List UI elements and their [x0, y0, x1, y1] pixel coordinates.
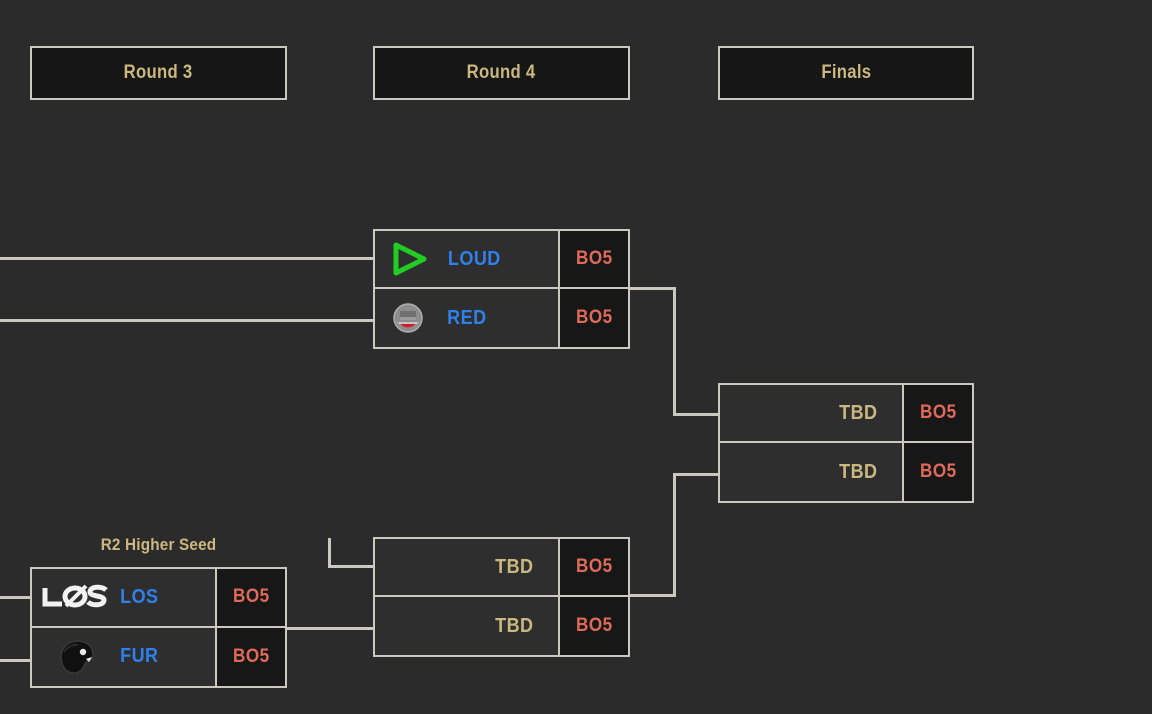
- match-format-cell: BO5: [215, 627, 285, 686]
- team-slot[interactable]: TBD: [375, 539, 558, 595]
- match-format-cell: BO5: [558, 289, 628, 347]
- team-slot[interactable]: FUR: [32, 627, 215, 686]
- match-row[interactable]: LOS BO5: [32, 569, 285, 628]
- match-row[interactable]: TBD BO5: [720, 443, 972, 501]
- match-format-cell: BO5: [215, 569, 285, 626]
- team-name: TBD: [495, 555, 534, 578]
- match-row[interactable]: TBD BO5: [375, 539, 628, 597]
- match-format-label: BO5: [575, 248, 613, 269]
- match-format-label: BO5: [575, 307, 613, 328]
- match-format-cell: BO5: [558, 539, 628, 595]
- team-name: LOUD: [447, 247, 501, 270]
- team-name: LOS: [120, 585, 159, 608]
- match-format-label: BO5: [919, 402, 957, 423]
- connector-line: [28, 319, 375, 322]
- connector-line: [0, 319, 30, 322]
- seed-caption: R2 Higher Seed: [100, 535, 217, 554]
- team-slot[interactable]: TBD: [720, 385, 902, 441]
- loud-triangle-icon: [385, 236, 431, 282]
- match-round4-bottom[interactable]: TBD BO5 TBD BO5: [373, 537, 630, 657]
- connector-line: [673, 413, 720, 416]
- match-row[interactable]: FUR BO5: [32, 627, 285, 686]
- team-slot[interactable]: LOS: [32, 569, 215, 626]
- round-header-label: Round 3: [124, 62, 193, 83]
- match-format-cell: BO5: [902, 385, 972, 441]
- match-row[interactable]: LOUD BO5: [375, 231, 628, 289]
- match-finals[interactable]: TBD BO5 TBD BO5: [718, 383, 974, 503]
- team-slot[interactable]: RED: [375, 289, 558, 347]
- red-canids-icon: [385, 295, 431, 341]
- connector-line: [328, 565, 375, 568]
- los-wordmark-icon: [40, 574, 110, 620]
- connector-line: [673, 473, 676, 597]
- match-format-label: BO5: [232, 586, 270, 608]
- team-slot[interactable]: TBD: [720, 443, 902, 501]
- team-name: RED: [447, 306, 487, 329]
- round-header-round-3[interactable]: Round 3: [30, 46, 287, 100]
- connector-line: [673, 473, 720, 476]
- match-format-label: BO5: [575, 556, 613, 577]
- match-round3-bottom[interactable]: LOS BO5 FUR BO5: [30, 567, 287, 688]
- match-round4-top[interactable]: LOUD BO5 RED BO5: [373, 229, 630, 349]
- connector-line: [328, 538, 331, 568]
- connector-line: [628, 594, 676, 597]
- team-slot[interactable]: TBD: [375, 597, 558, 655]
- team-name: TBD: [839, 460, 878, 483]
- round-header-finals[interactable]: Finals: [718, 46, 974, 100]
- furia-panther-icon: [40, 634, 110, 680]
- match-format-label: BO5: [919, 461, 957, 482]
- team-name: TBD: [839, 401, 878, 424]
- match-row[interactable]: TBD BO5: [375, 597, 628, 655]
- round-header-round-4[interactable]: Round 4: [373, 46, 630, 100]
- connector-line: [0, 659, 32, 662]
- team-name: TBD: [495, 614, 534, 637]
- team-name: FUR: [120, 645, 159, 668]
- match-format-label: BO5: [575, 615, 613, 636]
- round-header-label: Finals: [821, 62, 871, 83]
- match-format-cell: BO5: [902, 443, 972, 501]
- round-header-label: Round 4: [467, 62, 536, 83]
- connector-line: [0, 596, 32, 599]
- match-row[interactable]: TBD BO5: [720, 385, 972, 443]
- connector-line: [0, 257, 375, 260]
- connector-line: [628, 287, 676, 290]
- team-slot[interactable]: LOUD: [375, 231, 558, 287]
- match-row[interactable]: RED BO5: [375, 289, 628, 347]
- connector-line: [286, 627, 375, 630]
- match-format-label: BO5: [232, 645, 270, 667]
- match-format-cell: BO5: [558, 597, 628, 655]
- match-format-cell: BO5: [558, 231, 628, 287]
- connector-line: [673, 287, 676, 416]
